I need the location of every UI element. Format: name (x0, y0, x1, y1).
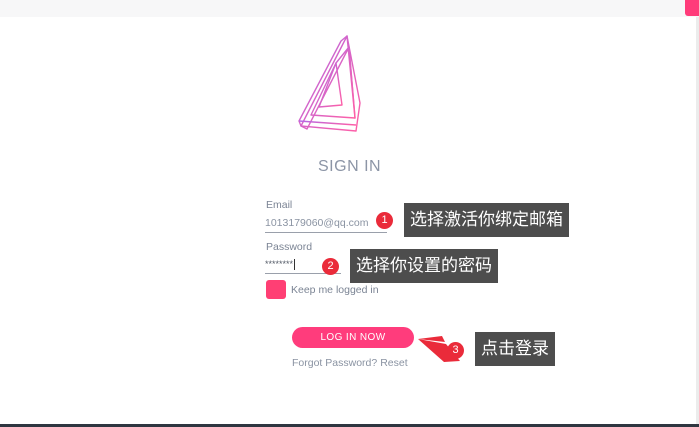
window-bottom-edge (0, 424, 699, 427)
keep-logged-in-label: Keep me logged in (291, 284, 379, 296)
email-label: Email (266, 199, 293, 211)
page-title: SIGN IN (318, 158, 382, 175)
password-field[interactable]: ******** (265, 255, 341, 274)
top-bar (0, 0, 699, 17)
email-field[interactable]: 1013179060@qq.com (265, 214, 387, 233)
log-in-button[interactable]: LOG IN NOW (292, 327, 414, 348)
penrose-triangle-logo-icon (298, 35, 361, 132)
annotation-arrow-upper (418, 336, 445, 342)
forgot-password-row: Forgot Password?Reset (292, 357, 408, 369)
reset-link[interactable]: Reset (380, 357, 408, 369)
annotation-marker-2: 2 (322, 258, 339, 275)
text-caret (294, 258, 296, 270)
window-right-edge (696, 17, 699, 427)
annotation-callout-1: 选择激活你绑定邮箱 (404, 203, 569, 237)
corner-badge (685, 0, 699, 16)
password-label: Password (266, 241, 313, 253)
annotation-callout-2: 选择你设置的密码 (350, 249, 498, 283)
keep-logged-in-checkbox[interactable] (266, 280, 286, 299)
forgot-password-link[interactable]: Forgot Password? (292, 357, 378, 369)
email-value: 1013179060@qq.com (265, 217, 369, 229)
annotation-marker-3: 3 (447, 342, 464, 359)
annotation-marker-1: 1 (376, 212, 393, 229)
annotation-callout-3: 点击登录 (475, 332, 555, 366)
password-value: ******** (265, 259, 294, 269)
